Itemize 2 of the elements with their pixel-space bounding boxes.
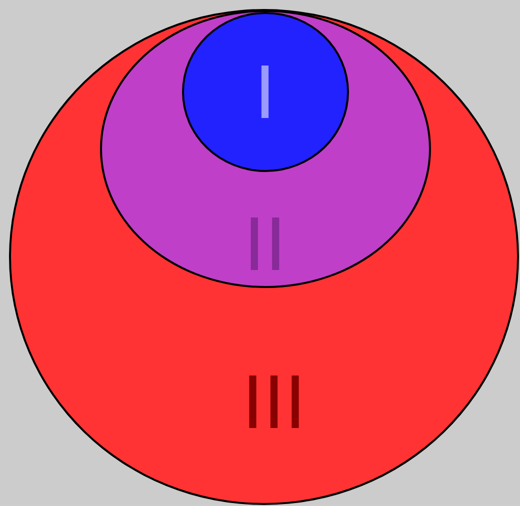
region-label: I (254, 57, 276, 129)
region-label: III (242, 367, 306, 439)
